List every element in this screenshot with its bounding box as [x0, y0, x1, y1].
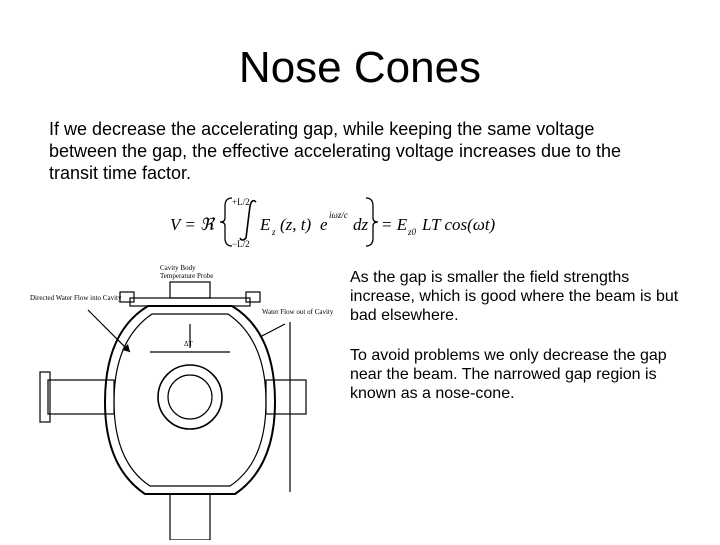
formula-rhs: = E — [381, 215, 408, 234]
intro-text: If we decrease the accelerating gap, whi… — [49, 119, 622, 183]
exponent: iωz/c — [329, 210, 348, 220]
label-directed: Directed Water Flow into Cavity — [30, 294, 122, 302]
beam-aperture — [167, 374, 213, 420]
upper-limit: +L/2 — [232, 197, 250, 207]
lower-limit: −L/2 — [232, 239, 250, 249]
transit-time-formula: V = ℜ +L/2 −L/2 E z (z, t) e iωz/c dz = … — [170, 194, 720, 250]
central-drift-sphere — [157, 364, 223, 430]
right-brace — [365, 197, 379, 247]
left-pipe-flange — [39, 371, 51, 423]
paragraph-field-strength: As the gap is smaller the field strength… — [350, 269, 679, 324]
nose-cone-cavity-figure: Cavity Body Temperature Probe Directed W… — [30, 262, 335, 541]
bottom-outlet — [169, 493, 211, 541]
left-beam-pipe — [47, 379, 115, 415]
right-beam-pipe — [265, 379, 307, 415]
exp-base: e — [320, 215, 328, 234]
formula-lhs: V = ℜ — [170, 215, 216, 234]
integrand-sub: z — [271, 227, 276, 237]
cavity-body — [103, 305, 277, 495]
integral-sign — [239, 199, 257, 241]
integrand-args: (z, t) — [280, 215, 312, 234]
left-mount — [119, 291, 135, 303]
integrand: E — [259, 215, 271, 234]
directed-flow-arrowhead — [122, 344, 130, 352]
label-dt: ΔT — [184, 340, 194, 348]
paragraph-nose-cone: To avoid problems we only decrease the g… — [350, 347, 667, 402]
label-probe-1: Cavity Body — [160, 264, 196, 272]
label-waterflow: Water Flow out of Cavity — [262, 308, 334, 316]
waterflow-leader — [259, 323, 286, 338]
directed-flow-arrow — [87, 309, 131, 353]
top-flange — [129, 297, 251, 307]
rhs-sub: z0 — [407, 227, 417, 237]
differential: dz — [353, 215, 369, 234]
rhs-tail: LT cos(ωt) — [421, 215, 496, 234]
top-port — [169, 281, 211, 299]
left-brace — [219, 197, 233, 247]
label-probe: Temperature Probe — [160, 272, 213, 280]
right-mount — [245, 291, 261, 303]
slide-title: Nose Cones — [238, 43, 482, 92]
